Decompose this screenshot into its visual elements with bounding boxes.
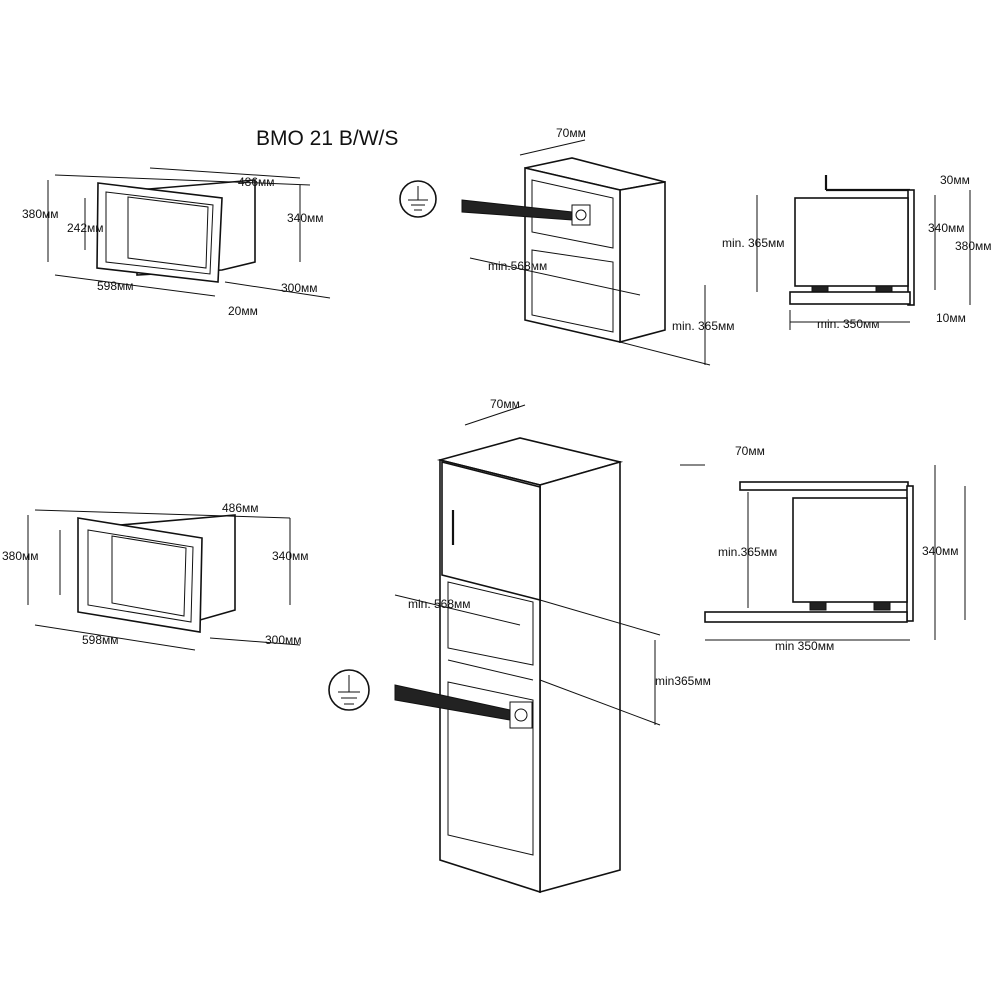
dim-height-body: 340мм [272, 549, 309, 563]
tall-cabinet [328, 404, 661, 894]
dim-gap: 70мм [556, 126, 586, 140]
microwave-bottom-left [27, 509, 301, 651]
dim-gap: 70мм [735, 444, 765, 458]
side-view-top [756, 175, 971, 330]
dim-bottom-gap: 10мм [936, 311, 966, 325]
dim-height-outer: 380мм [2, 549, 39, 563]
dim-min-width: min.568мм [488, 259, 547, 273]
dim-min-height: min. 365мм [722, 236, 785, 250]
dim-body-height: 340мм [928, 221, 965, 235]
dim-body-height: 340мм [922, 544, 959, 558]
side-view-bottom [680, 464, 966, 641]
dim-min-depth: min. 350мм [817, 317, 880, 331]
dim-depth: 486мм [238, 175, 275, 189]
dim-depth: 486мм [222, 501, 259, 515]
dim-min-height: min.365мм [718, 545, 777, 559]
dim-body-depth: 300мм [281, 281, 318, 295]
dim-width: 598мм [82, 633, 119, 647]
dim-width: 598мм [97, 279, 134, 293]
microwave-top-left [47, 167, 331, 299]
dim-top-gap: 30мм [940, 173, 970, 187]
dim-height-body: 340мм [287, 211, 324, 225]
dim-height-outer: 380мм [22, 207, 59, 221]
dim-min-depth: min 350мм [775, 639, 834, 653]
dim-min-height: min. 365мм [672, 319, 735, 333]
cabinet-top [399, 139, 711, 366]
dim-gap: 70мм [490, 397, 520, 411]
model-title: BMO 21 B/W/S [256, 127, 398, 150]
dim-min-height: min365мм [655, 674, 711, 688]
dim-body-depth: 300мм [265, 633, 302, 647]
dim-height-inner: 242мм [67, 221, 104, 235]
dim-outer-height: 380мм [955, 239, 992, 253]
dim-frame: 20мм [228, 304, 258, 318]
dim-min-width: min. 568мм [408, 597, 471, 611]
